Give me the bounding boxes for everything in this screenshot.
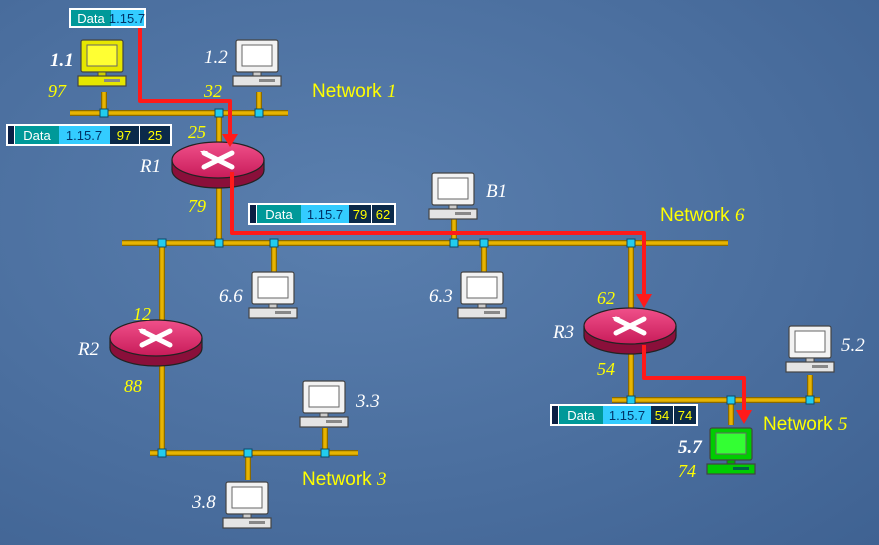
port-icon: [726, 395, 736, 405]
router-icon: [110, 320, 202, 366]
router-r1-label: R1: [139, 156, 161, 177]
packet-address: 1.15.7: [109, 11, 145, 26]
router-r2-label: R2: [77, 339, 100, 360]
network-3-label: Network 3: [302, 469, 386, 490]
host-3-8: [222, 481, 272, 529]
route-arrowheads: [222, 134, 752, 424]
router-r2: [110, 320, 202, 366]
port-icon: [99, 108, 109, 118]
router-icon: [172, 142, 264, 188]
packet-hw-dst: 62: [376, 207, 390, 222]
port-icon: [254, 108, 264, 118]
host-6-6-ip: 6.6: [219, 286, 243, 307]
port-icon: [214, 108, 224, 118]
host-5-2: [785, 325, 835, 373]
network-1-label: Network 1: [312, 81, 396, 102]
port-icon: [805, 395, 815, 405]
packet-3: Data 1.15.7 79 62: [248, 203, 396, 225]
packet-hw-src: 79: [353, 207, 367, 222]
computer-icon: [706, 427, 756, 475]
router-r3-port-top: 62: [597, 288, 615, 308]
host-6-3-ip: 6.3: [429, 286, 453, 307]
route-arrow: [138, 28, 746, 412]
computer-icon: [299, 380, 349, 428]
packet-hw-dst: 74: [678, 408, 692, 423]
packet-2: Data 1.15.7 97 25: [6, 124, 172, 146]
port-icon: [157, 238, 167, 248]
ports: [99, 108, 815, 458]
host-5-7-ip: 5.7: [678, 437, 703, 458]
computer-icon: [428, 172, 478, 220]
port-icon: [269, 238, 279, 248]
computer-icon: [77, 39, 127, 87]
host-1-1-hw: 97: [48, 81, 67, 101]
router-r1-port-top: 25: [188, 122, 206, 142]
host-3-8-ip: 3.8: [191, 492, 216, 513]
packet-address: 1.15.7: [66, 128, 102, 143]
packet-data-label: Data: [265, 207, 293, 222]
packet-hw-src: 97: [117, 128, 131, 143]
router-icon: [584, 308, 676, 354]
router-r2-port-top: 12: [133, 304, 151, 324]
router-r3: [584, 308, 676, 354]
port-icon: [479, 238, 489, 248]
host-5-7-hw: 74: [678, 461, 696, 481]
host-5-7: [706, 427, 756, 475]
packet-data-label: Data: [77, 11, 105, 26]
host-6-6: [248, 271, 298, 319]
host-1-1: [77, 39, 127, 87]
router-r3-label: R3: [552, 322, 574, 343]
router-r1-port-bottom: 79: [188, 196, 206, 216]
computer-icon: [232, 39, 282, 87]
router-r3-port-bottom: 54: [597, 359, 615, 379]
host-3-3: [299, 380, 349, 428]
host-b1-label: B1: [486, 181, 507, 202]
packet-1: Data 1.15.7: [69, 8, 146, 28]
packet-hw-dst: 25: [148, 128, 162, 143]
host-b1: [428, 172, 478, 220]
host-1-1-ip: 1.1: [50, 50, 74, 71]
packet-hw-src: 54: [655, 408, 669, 423]
computer-icon: [457, 271, 507, 319]
computer-icon: [222, 481, 272, 529]
port-icon: [243, 448, 253, 458]
host-1-2-hw: 32: [203, 81, 222, 101]
computer-icon: [785, 325, 835, 373]
host-6-3: [457, 271, 507, 319]
network-5-label: Network 5: [763, 414, 847, 435]
port-icon: [157, 448, 167, 458]
packet-address: 1.15.7: [307, 207, 343, 222]
port-icon: [626, 395, 636, 405]
packet-data-label: Data: [23, 128, 51, 143]
router-r1: [172, 142, 264, 188]
network-6-label: Network 6: [660, 205, 745, 226]
port-icon: [449, 238, 459, 248]
host-5-2-ip: 5.2: [841, 335, 865, 356]
port-icon: [214, 238, 224, 248]
port-icon: [626, 238, 636, 248]
host-1-2-ip: 1.2: [204, 47, 228, 68]
packet-4: Data 1.15.7 54 74: [550, 404, 698, 426]
computer-icon: [248, 271, 298, 319]
host-3-3-ip: 3.3: [355, 391, 380, 412]
port-icon: [320, 448, 330, 458]
host-1-2: [232, 39, 282, 87]
packet-data-label: Data: [567, 408, 595, 423]
router-r2-port-bottom: 88: [124, 376, 142, 396]
packet-address: 1.15.7: [609, 408, 645, 423]
